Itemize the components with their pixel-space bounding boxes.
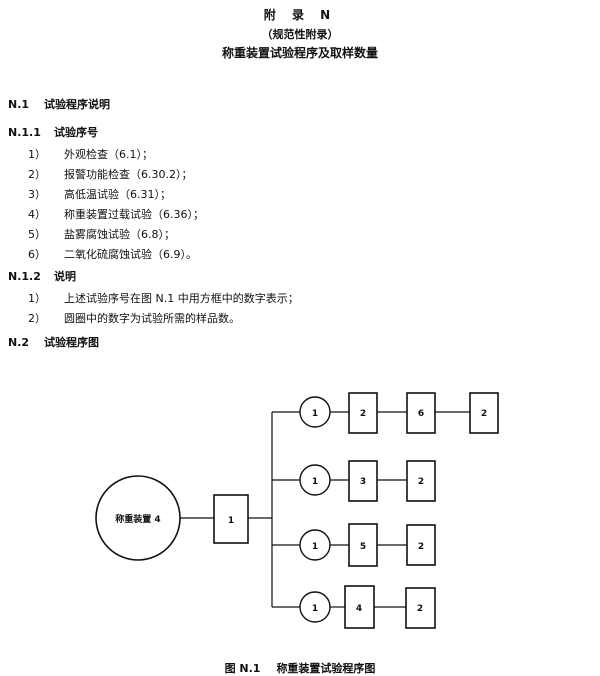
- sample-count-label: 1: [312, 409, 318, 419]
- appendix-heading: 附 录 N: [263, 8, 337, 22]
- test-box-label: 2: [418, 477, 424, 487]
- section-title: 试验序号: [54, 126, 98, 139]
- list-index: 3）: [28, 188, 46, 201]
- list-item: 6） 二氧化硫腐蚀试验（6.9）。: [28, 246, 197, 262]
- figure-number: 图 N.1: [224, 662, 261, 675]
- note-item: 2） 圆圈中的数字为试验所需的样品数。: [28, 310, 240, 326]
- list-item: 2） 报警功能检查（6.30.2）；: [28, 166, 193, 182]
- appendix-title: 称重装置试验程序及取样数量: [221, 46, 378, 60]
- list-index: 2）: [28, 312, 46, 325]
- sample-count-label: 1: [312, 477, 318, 487]
- sample-count-label: 1: [312, 542, 318, 552]
- section-n11-heading: N.1.1 试验序号: [8, 124, 98, 140]
- section-title: 试验程序说明: [44, 98, 110, 111]
- test-box: [406, 460, 436, 502]
- test-box: [469, 392, 499, 434]
- figure-title: 称重装置试验程序图: [276, 662, 376, 675]
- test-box: [405, 587, 436, 629]
- list-item: 5） 盐雾腐蚀试验（6.8）；: [28, 226, 175, 242]
- list-text: 上述试验序号在图 N.1 中用方框中的数字表示；: [64, 292, 299, 305]
- list-text: 二氧化硫腐蚀试验（6.9）。: [64, 248, 197, 261]
- list-index: 2）: [28, 168, 46, 181]
- list-item: 1） 外观检查（6.1）；: [28, 146, 153, 162]
- section-title: 说明: [54, 270, 76, 283]
- section-title: 试验程序图: [44, 336, 99, 349]
- section-number: N.2: [8, 336, 30, 349]
- test-box-label: 2: [360, 409, 366, 419]
- test-box-label: 4: [356, 604, 362, 614]
- list-index: 1）: [28, 148, 46, 161]
- list-text: 盐雾腐蚀试验（6.8）；: [64, 228, 175, 241]
- figure-caption: 图 N.1 称重装置试验程序图: [0, 660, 600, 676]
- list-text: 称重装置过载试验（6.36）；: [64, 208, 204, 221]
- list-index: 6）: [28, 248, 46, 261]
- test-box: [406, 524, 436, 566]
- list-index: 1）: [28, 292, 46, 305]
- list-text: 圆圈中的数字为试验所需的样品数。: [64, 312, 240, 325]
- test-box: [406, 392, 436, 434]
- list-text: 外观检查（6.1）；: [64, 148, 153, 161]
- root-box: [213, 494, 249, 544]
- test-box-label: 3: [360, 477, 366, 487]
- test-box-label: 6: [418, 409, 424, 419]
- source-label: 称重装置 4: [115, 513, 160, 525]
- section-number: N.1.2: [8, 270, 41, 283]
- test-box-label: 5: [360, 542, 366, 552]
- section-number: N.1.1: [8, 126, 41, 139]
- list-text: 高低温试验（6.31）；: [64, 188, 171, 201]
- normative-label: （规范性附录）: [261, 28, 339, 41]
- section-n2-heading: N.2 试验程序图: [8, 334, 99, 350]
- section-n1-heading: N.1 试验程序说明: [8, 96, 110, 112]
- list-text: 报警功能检查（6.30.2）；: [64, 168, 193, 181]
- test-box: [348, 392, 378, 434]
- root-box-label: 1: [228, 516, 234, 526]
- sample-count-label: 1: [312, 604, 318, 614]
- test-box-label: 2: [417, 604, 423, 614]
- test-box-label: 2: [481, 409, 487, 419]
- note-item: 1） 上述试验序号在图 N.1 中用方框中的数字表示；: [28, 290, 299, 306]
- section-number: N.1: [8, 98, 30, 111]
- list-item: 4） 称重装置过载试验（6.36）；: [28, 206, 204, 222]
- section-n12-heading: N.1.2 说明: [8, 268, 76, 284]
- list-item: 3） 高低温试验（6.31）；: [28, 186, 171, 202]
- test-box-label: 2: [418, 542, 424, 552]
- list-index: 4）: [28, 208, 46, 221]
- test-box: [348, 460, 378, 502]
- test-procedure-diagram: 称重装置 4 1 1 2 6 2 1 3 2 1 5 2 1 4 2: [95, 392, 499, 629]
- list-index: 5）: [28, 228, 46, 241]
